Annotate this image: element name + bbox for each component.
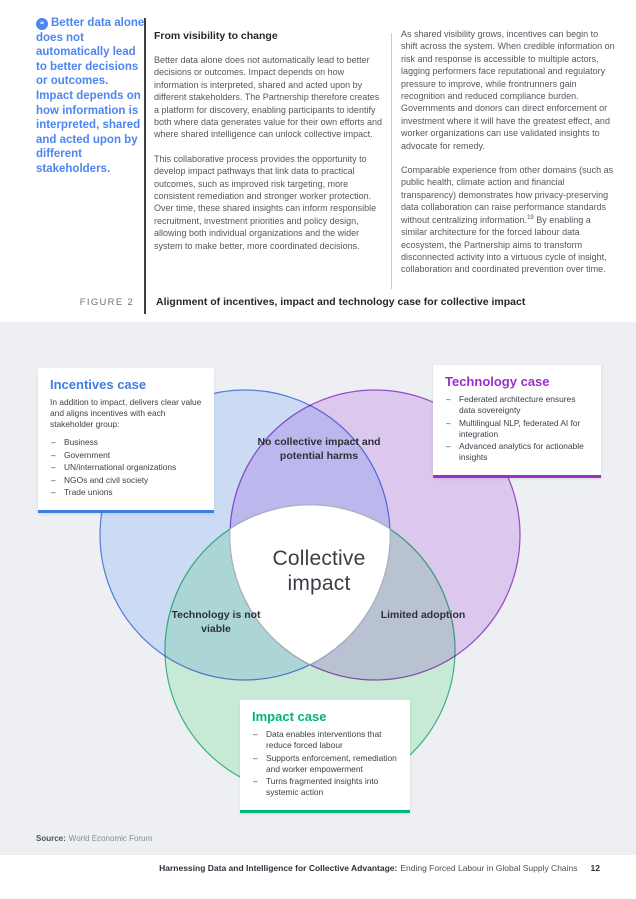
- pull-quote: ❝Better data alone does not automaticall…: [36, 16, 146, 177]
- list-item: Turns fragmented insights into systemic …: [252, 776, 398, 798]
- paragraph: Comparable experience from other domains…: [401, 164, 615, 276]
- impact-case-box: Impact case Data enables interventions t…: [240, 700, 410, 813]
- incentives-case-title: Incentives case: [50, 377, 147, 392]
- paragraph-text: By enabling a similar architecture for t…: [401, 214, 607, 275]
- article-column-2: As shared visibility grows, incentives c…: [401, 28, 615, 288]
- technology-case-title: Technology case: [445, 374, 550, 389]
- paragraph: Better data alone does not automatically…: [154, 55, 382, 140]
- top-overlap-label: No collective impact and potential harms: [257, 436, 381, 462]
- pull-quote-text: Better data alone does not automatically…: [36, 17, 145, 175]
- source-text: World Economic Forum: [68, 834, 153, 843]
- paragraph-text: Comparable experience from other domains…: [401, 165, 614, 225]
- paragraph: As shared visibility grows, incentives c…: [401, 29, 615, 151]
- page-number: 12: [590, 863, 600, 873]
- collective-impact-label: Collective impact: [272, 547, 366, 595]
- technology-case-box: Technology case Federated architecture e…: [433, 365, 601, 478]
- list-item: Supports enforcement, remediation and wo…: [252, 753, 398, 775]
- left-overlap-label: Technology is not viable: [171, 609, 261, 635]
- list-item: NGOs and civil society: [50, 475, 202, 486]
- right-overlap-label: Limited adoption: [380, 609, 466, 621]
- list-item: Business: [50, 437, 202, 448]
- report-title-bold: Harnessing Data and Intelligence for Col…: [159, 863, 398, 873]
- collective-impact-shape: [229, 504, 391, 666]
- footnote-ref: 19: [527, 214, 534, 221]
- footer-text: Harnessing Data and Intelligence for Col…: [159, 863, 600, 873]
- list-item: Multilingual NLP, federated AI for integ…: [445, 418, 589, 440]
- column-divider-light: [391, 33, 392, 289]
- impact-case-title: Impact case: [252, 709, 327, 724]
- list-item: Advanced analytics for actionable insigh…: [445, 441, 589, 463]
- list-item: UN/international organizations: [50, 462, 202, 473]
- incentives-case-box: Incentives case In addition to impact, d…: [38, 368, 214, 513]
- figure-title: Alignment of incentives, impact and tech…: [156, 296, 526, 308]
- technology-case-list: Federated architecture ensures data sove…: [445, 394, 589, 463]
- page-footer: Harnessing Data and Intelligence for Col…: [0, 855, 636, 899]
- report-title: Harnessing Data and Intelligence for Col…: [159, 863, 577, 873]
- list-item: Federated architecture ensures data sove…: [445, 394, 589, 416]
- figure-panel: No collective impact and potential harms…: [0, 322, 636, 855]
- list-item: Government: [50, 450, 202, 461]
- report-title-rest: Ending Forced Labour in Global Supply Ch…: [400, 863, 578, 873]
- source-prefix: Source:: [36, 834, 66, 843]
- impact-case-list: Data enables interventions that reduce f…: [252, 729, 398, 798]
- paragraph: This collaborative process provides the …: [154, 153, 377, 251]
- venn-diagram: [99, 389, 521, 796]
- list-item: Data enables interventions that reduce f…: [252, 729, 398, 751]
- figure-source: Source:World Economic Forum: [36, 834, 152, 843]
- figure-label: FIGURE 2: [79, 297, 134, 308]
- column-divider-dark: [144, 18, 146, 314]
- incentives-case-list: Business Government UN/international org…: [50, 437, 202, 498]
- figure-caption: FIGURE 2 Alignment of incentives, impact…: [36, 296, 556, 308]
- quote-icon: ❝: [36, 18, 48, 30]
- list-item: Trade unions: [50, 487, 202, 498]
- section-heading: From visibility to change: [154, 30, 278, 42]
- incentives-case-intro: In addition to impact, delivers clear va…: [50, 397, 202, 429]
- article-column-1: From visibility to change Better data al…: [154, 30, 382, 264]
